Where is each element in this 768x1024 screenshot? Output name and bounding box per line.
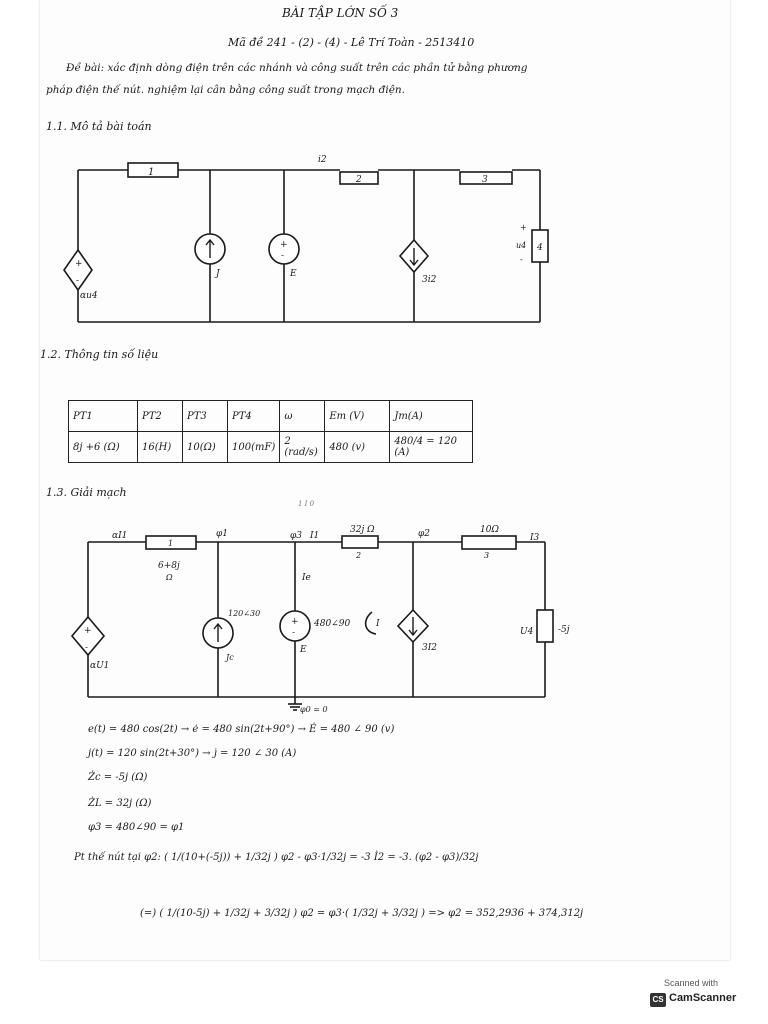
intro-line-2: pháp điện thế nút. nghiệm lại cân bằng c… bbox=[46, 84, 406, 96]
ie-label: Ie bbox=[301, 573, 311, 583]
r3-label: 3 bbox=[482, 175, 488, 185]
i3-label: I3 bbox=[529, 533, 540, 543]
svg-text:-: - bbox=[76, 276, 79, 286]
table-header-row: PT1 PT2 PT3 PT4 ω Em (V) Jm(A) bbox=[68, 400, 474, 432]
svg-text:+: + bbox=[291, 617, 299, 627]
z1-unit: Ω bbox=[165, 573, 173, 582]
j-label: J bbox=[214, 269, 221, 279]
table-cell: 10(Ω) bbox=[182, 431, 228, 463]
j-value: 120∠30 bbox=[228, 609, 260, 618]
dependent-voltage-source-2 bbox=[70, 615, 106, 657]
i2-label: i2 bbox=[318, 155, 327, 165]
svg-text:-: - bbox=[520, 255, 523, 264]
dependent-voltage-source bbox=[63, 248, 93, 292]
code-line: Mã đề 241 - (2) - (4) - Lê Trí Toàn - 25… bbox=[228, 36, 475, 49]
z2-value: 32j Ω bbox=[350, 525, 375, 535]
table-header: PT4 bbox=[226, 400, 281, 432]
svg-text:+: + bbox=[84, 626, 92, 636]
table-header: Jm(A) bbox=[389, 400, 474, 432]
table-cell: 8j +6 (Ω) bbox=[68, 431, 138, 463]
camscanner-logo-icon: CS bbox=[650, 993, 666, 1007]
z1-box bbox=[145, 535, 197, 550]
e-label-2: E bbox=[299, 645, 307, 655]
svg-text:+: + bbox=[75, 259, 83, 269]
equation-5: φ3 = 480∠90 = φ1 bbox=[88, 822, 185, 833]
jc-label: Jc bbox=[224, 653, 234, 662]
equation-2: j(t) = 120 sin(2t+30°) → j̇ = 120 ∠ 30 (… bbox=[88, 748, 297, 759]
r2-label: 2 bbox=[355, 175, 362, 185]
svg-text:-: - bbox=[85, 643, 88, 653]
table-row: 8j +6 (Ω) 16(H) 10(Ω) 100(mF) 2 (rad/s) … bbox=[68, 431, 474, 463]
equation-6: Pt thế nút tại φ2: ( 1/(10+(-5j)) + 1/32… bbox=[74, 852, 479, 863]
i1-label: I1 bbox=[309, 531, 319, 541]
z3-value: 10Ω bbox=[480, 525, 499, 535]
phi1-label: φ1 bbox=[216, 529, 228, 539]
circuit-diagram-2: +- +- αI1 1 6+8j Ω φ1 φ3 I1 32j Ω 2 φ2 1… bbox=[70, 500, 570, 714]
resistor-3 bbox=[459, 171, 513, 185]
z1-number: 1 bbox=[168, 539, 173, 548]
z1-value: 6+8j bbox=[158, 561, 180, 571]
element-4 bbox=[531, 229, 549, 263]
side-note: 1 I 0 bbox=[298, 500, 315, 508]
z3-box bbox=[461, 535, 517, 550]
camscanner-stamp: Scanned with CS CamScanner bbox=[640, 976, 748, 1012]
z3-number: 3 bbox=[484, 551, 489, 560]
table-cell: 480/4 = 120 (A) bbox=[389, 431, 474, 463]
table-cell: 480 (v) bbox=[324, 431, 391, 463]
r4-label: 4 bbox=[536, 243, 543, 253]
equation-7: (=) ( 1/(10-5j) + 1/32j + 3/32j ) φ2 = φ… bbox=[140, 908, 584, 919]
page-title: BÀI TẬP LỚN SỐ 3 bbox=[282, 6, 399, 20]
z2-box bbox=[341, 535, 379, 549]
table-header: PT2 bbox=[137, 400, 183, 432]
resistor-1 bbox=[127, 162, 179, 178]
data-table: PT1 PT2 PT3 PT4 ω Em (V) Jm(A) 8j +6 (Ω)… bbox=[68, 400, 474, 463]
scanned-page bbox=[40, 0, 730, 960]
equation-4: ŻL = 32j (Ω) bbox=[88, 798, 152, 809]
phi2-label: φ2 bbox=[418, 529, 430, 539]
dep-source-label-2: αU1 bbox=[90, 661, 109, 671]
table-cell: 2 (rad/s) bbox=[279, 431, 326, 463]
u4-label-2: U4 bbox=[520, 627, 534, 637]
table-header: PT3 bbox=[182, 400, 228, 432]
table-header: PT1 bbox=[68, 400, 138, 432]
dep-source-label: αu4 bbox=[80, 291, 98, 301]
circuit-diagram-1: +- +- 1 2 3 4 i2 J E 3i2 αu4 u4 +- bbox=[63, 155, 549, 323]
u4-label: u4 bbox=[516, 241, 526, 250]
table-cell: 16(H) bbox=[137, 431, 183, 463]
section-1-2-heading: 1.2. Thông tin số liệu bbox=[40, 348, 159, 361]
stamp-brand: CamScanner bbox=[669, 992, 737, 1004]
phi3-label: φ3 bbox=[290, 531, 302, 541]
svg-text:-: - bbox=[292, 628, 295, 638]
z2-number: 2 bbox=[355, 551, 361, 560]
z4-box bbox=[536, 609, 554, 643]
dep-current-label-2: 3I2 bbox=[422, 643, 437, 653]
voltage-source-e-2 bbox=[279, 610, 311, 642]
equation-3: Żc = -5j (Ω) bbox=[88, 772, 148, 783]
resistor-2 bbox=[339, 171, 379, 185]
table-cell: 100(mF) bbox=[226, 431, 281, 463]
ai1-label: αI1 bbox=[112, 531, 127, 541]
z4-value: -5j bbox=[558, 625, 570, 635]
e-label: E bbox=[289, 269, 297, 279]
e-value: 480∠90 bbox=[313, 619, 350, 629]
dep-current-label: 3i2 bbox=[422, 275, 437, 285]
equation-1: e(t) = 480 cos(2t) → ė = 480 sin(2t+90°)… bbox=[88, 724, 395, 735]
section-1-3-heading: 1.3. Giải mạch bbox=[46, 486, 127, 499]
stamp-text: Scanned with bbox=[664, 978, 719, 988]
svg-text:+: + bbox=[280, 240, 288, 250]
voltage-source-e bbox=[268, 233, 300, 265]
ground-label: φ0 = 0 bbox=[300, 705, 328, 714]
table-header: ω bbox=[279, 400, 326, 432]
svg-text:-: - bbox=[281, 251, 284, 261]
table-header: Em (V) bbox=[324, 400, 391, 432]
svg-text:+: + bbox=[520, 223, 527, 232]
intro-line-1: Đề bài: xác định dòng điện trên các nhán… bbox=[66, 62, 528, 74]
loop-label: I bbox=[375, 619, 380, 629]
r1-label: 1 bbox=[148, 167, 154, 178]
section-1-1-heading: 1.1. Mô tả bài toán bbox=[46, 120, 152, 133]
